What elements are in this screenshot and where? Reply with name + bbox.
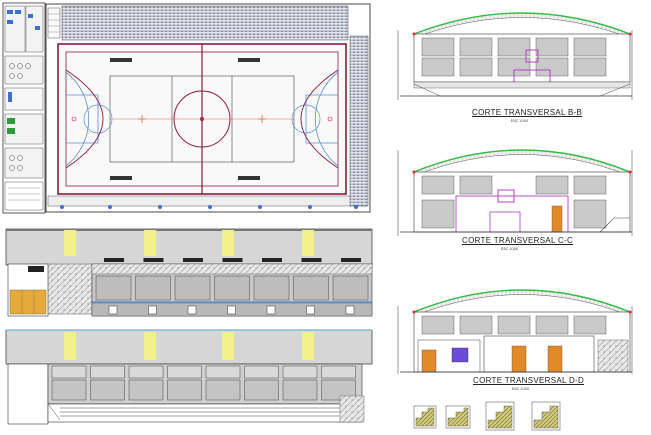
section-d-d — [397, 289, 633, 374]
lower-bay — [90, 379, 125, 401]
bay-lintel — [301, 258, 322, 262]
section-c-title: CORTE TRANSVERSAL C-C — [462, 236, 574, 245]
bay-opening — [108, 305, 118, 315]
section-c-c — [397, 149, 633, 236]
section-d-scale: ESC 1/100 — [512, 387, 529, 391]
longitudinal-section-lower — [5, 329, 373, 425]
bay-lintel — [341, 258, 361, 262]
lower-bay-top — [282, 365, 318, 379]
section-b-b — [397, 12, 633, 100]
stair-details — [413, 401, 561, 431]
bay-opening — [148, 305, 157, 315]
lower-bay — [244, 379, 279, 401]
section-d-title: CORTE TRANSVERSAL D-D — [473, 376, 585, 385]
column-markers — [60, 205, 358, 209]
plan-view — [2, 2, 371, 214]
bay-opening — [227, 305, 236, 315]
section-c-scale: ESC 1/100 — [501, 247, 518, 251]
lower-bay — [205, 379, 241, 401]
facade-bay — [214, 275, 250, 301]
bay-opening — [345, 305, 355, 315]
lower-bay-top — [321, 365, 356, 379]
section-b-panels — [421, 37, 607, 77]
lower-bay — [321, 379, 356, 401]
longitudinal-section-upper — [5, 228, 373, 317]
bay-lintel — [104, 258, 124, 262]
bleachers-right — [349, 35, 369, 207]
facade-bay — [332, 275, 369, 301]
bay-lintel — [143, 258, 164, 262]
facade-bay — [174, 275, 211, 301]
lower-bay-top — [167, 365, 202, 379]
bay-opening — [187, 305, 197, 315]
lower-bay — [51, 379, 87, 401]
facade-bay — [293, 275, 329, 301]
bleachers-top — [61, 5, 349, 41]
lower-bay-top — [128, 365, 164, 379]
bay-lintel — [222, 258, 243, 262]
lower-bay — [282, 379, 318, 401]
lower-bay-top — [90, 365, 125, 379]
bleachers-bottom — [47, 195, 367, 207]
facade-bay — [253, 275, 290, 301]
bay-opening — [266, 305, 276, 315]
bay-lintel — [262, 258, 282, 262]
lower-bay — [167, 379, 202, 401]
lower-bay-top — [51, 365, 87, 379]
bay-lintel — [183, 258, 203, 262]
basketball-court — [57, 43, 347, 195]
lower-bay-top — [205, 365, 241, 379]
service-rooms — [2, 2, 46, 214]
facade-bay — [95, 275, 132, 301]
section-b-scale: ESC 1/100 — [511, 119, 528, 123]
bay-opening — [306, 305, 315, 315]
facade-bay — [135, 275, 171, 301]
lower-bay-top — [244, 365, 279, 379]
section-b-title: CORTE TRANSVERSAL B-B — [472, 108, 583, 117]
lower-bay — [128, 379, 164, 401]
